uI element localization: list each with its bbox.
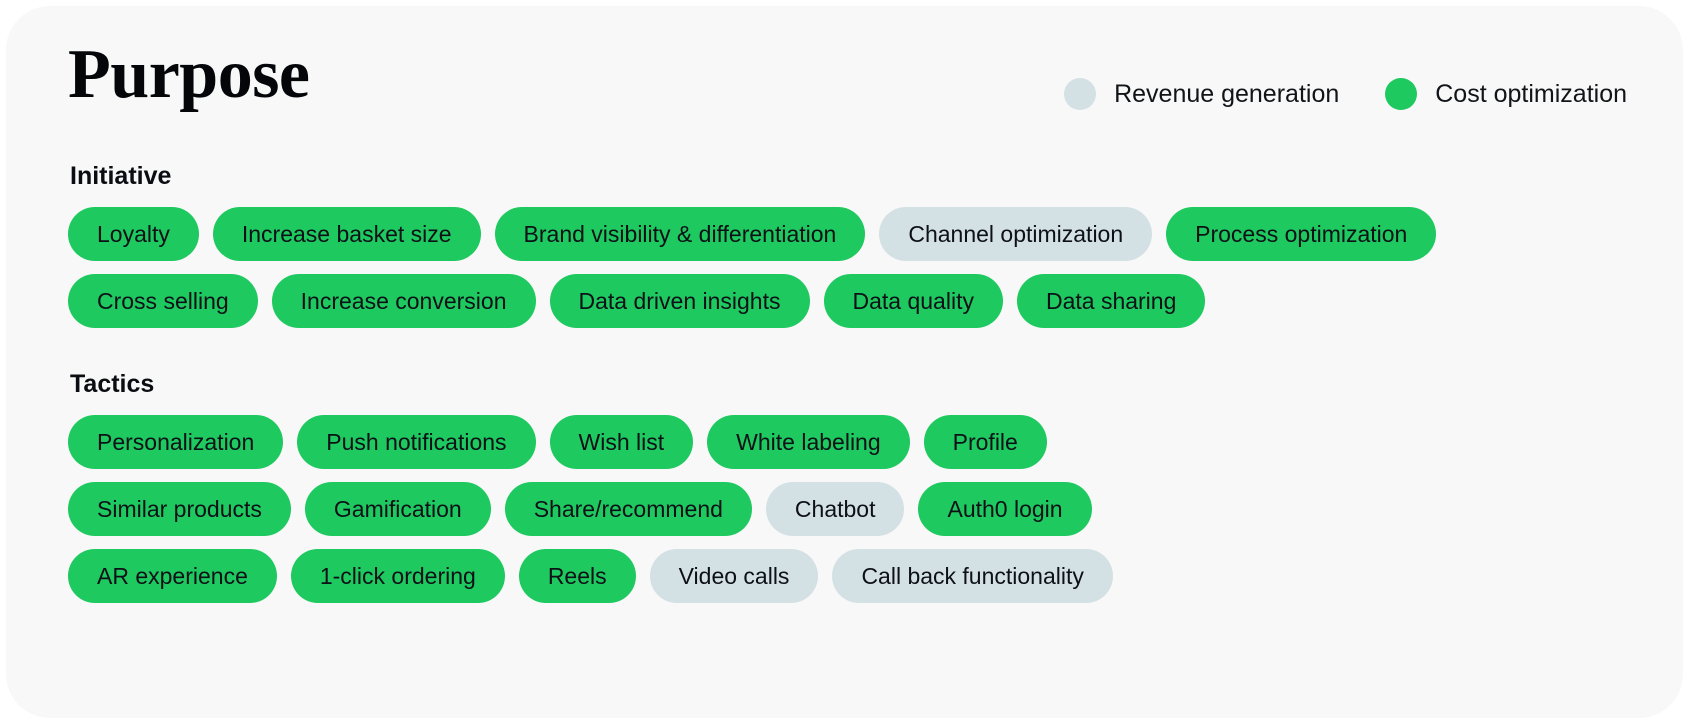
- pill-ar-experience[interactable]: AR experience: [68, 549, 277, 603]
- pill-call-back-functionality[interactable]: Call back functionality: [832, 549, 1113, 603]
- pill-wish-list[interactable]: Wish list: [549, 415, 694, 469]
- pill-chatbot[interactable]: Chatbot: [765, 482, 905, 536]
- legend-label-revenue-generation: Revenue generation: [1114, 79, 1340, 108]
- section-title-tactics: Tactics: [70, 370, 155, 398]
- pill-data-quality[interactable]: Data quality: [823, 274, 1003, 328]
- pill-data-sharing[interactable]: Data sharing: [1016, 274, 1206, 328]
- pill-channel-optimization[interactable]: Channel optimization: [879, 207, 1153, 261]
- pill-increase-basket-size[interactable]: Increase basket size: [212, 207, 481, 261]
- pill-auth0-login[interactable]: Auth0 login: [918, 482, 1092, 536]
- pill-profile[interactable]: Profile: [923, 415, 1047, 469]
- legend-dot-cost-optimization: [1385, 78, 1418, 110]
- legend-dot-revenue-generation: [1064, 78, 1097, 110]
- legend-item-revenue-generation[interactable]: Revenue generation: [1064, 78, 1339, 110]
- legend-label-cost-optimization: Cost optimization: [1435, 79, 1627, 108]
- pill-personalization[interactable]: Personalization: [68, 415, 284, 469]
- legend-item-cost-optimization[interactable]: Cost optimization: [1385, 78, 1627, 110]
- pill-1-click-ordering[interactable]: 1-click ordering: [290, 549, 505, 603]
- pill-share-recommend[interactable]: Share/recommend: [504, 482, 752, 536]
- legend: Revenue generation Cost optimization: [1064, 78, 1627, 110]
- pill-cross-selling[interactable]: Cross selling: [68, 274, 258, 328]
- pill-brand-visibility-differentiation[interactable]: Brand visibility & differentiation: [494, 207, 866, 261]
- page-title: Purpose: [68, 36, 310, 113]
- purpose-card: Purpose Revenue generation Cost optimiza…: [6, 6, 1683, 718]
- pill-video-calls[interactable]: Video calls: [649, 549, 819, 603]
- card-header: Purpose Revenue generation Cost optimiza…: [6, 6, 1683, 146]
- pill-push-notifications[interactable]: Push notifications: [297, 415, 536, 469]
- pill-process-optimization[interactable]: Process optimization: [1166, 207, 1437, 261]
- section-title-initiative: Initiative: [70, 162, 172, 190]
- pill-loyalty[interactable]: Loyalty: [68, 207, 199, 261]
- pill-white-labeling[interactable]: White labeling: [707, 415, 910, 469]
- pill-gamification[interactable]: Gamification: [304, 482, 491, 536]
- pill-similar-products[interactable]: Similar products: [68, 482, 291, 536]
- pill-increase-conversion[interactable]: Increase conversion: [271, 274, 536, 328]
- pill-data-driven-insights[interactable]: Data driven insights: [549, 274, 810, 328]
- pill-reels[interactable]: Reels: [518, 549, 636, 603]
